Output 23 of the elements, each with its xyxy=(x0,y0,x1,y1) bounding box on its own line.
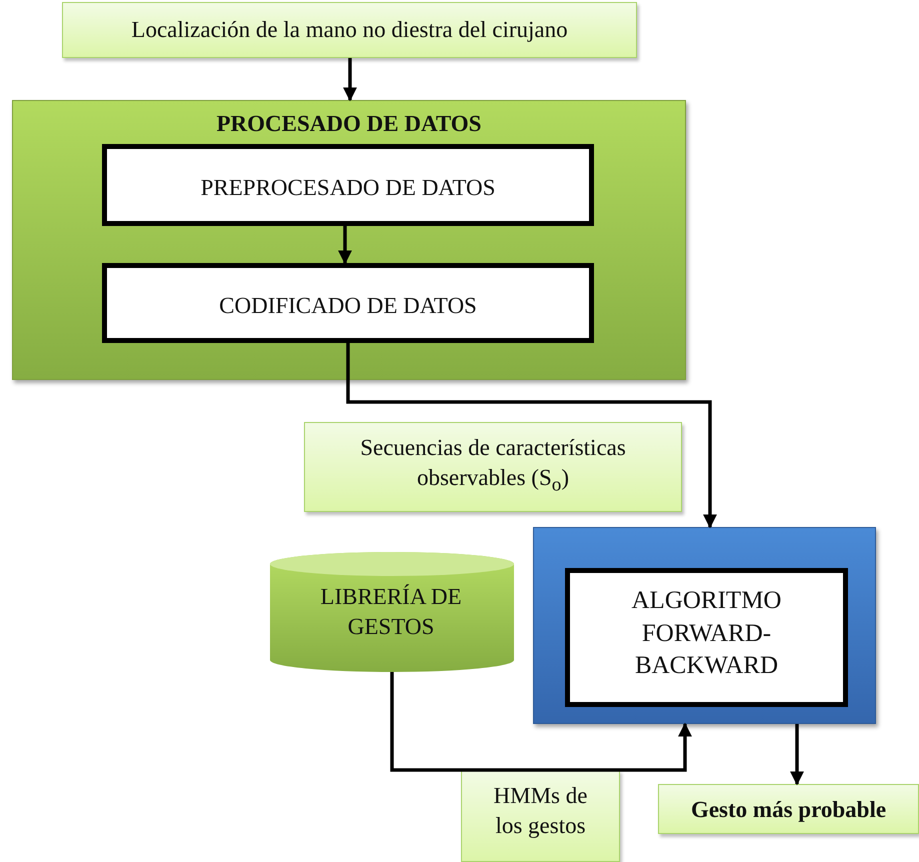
arrow xyxy=(338,226,352,264)
group-heading: PROCESADO DE DATOS xyxy=(216,110,482,138)
node-label: Localización de la mano no diestra del cirujano xyxy=(130,16,569,44)
data-note-box xyxy=(304,422,682,512)
node-label: HMMs de los gestos xyxy=(492,782,588,840)
algorithm-frame xyxy=(533,527,876,724)
process-box xyxy=(565,568,848,707)
node-label: LIBRERÍA DE GESTOS xyxy=(319,583,463,641)
process-box xyxy=(102,263,594,343)
node-label: PREPROCESADO DE DATOS xyxy=(200,174,496,202)
output-box xyxy=(658,784,919,834)
arrow xyxy=(346,343,717,528)
node-label: Secuencias de características observables (S$_{o}$) xyxy=(359,434,627,498)
node-label: CODIFICADO DE DATOS xyxy=(218,292,478,320)
process-box xyxy=(102,144,594,226)
data-note-box xyxy=(461,770,620,862)
arrow xyxy=(790,724,804,786)
process-group-panel xyxy=(12,100,686,380)
arrow xyxy=(343,58,357,102)
node-label: Gesto más probable xyxy=(690,796,888,824)
arrow xyxy=(390,672,692,772)
input-box xyxy=(62,2,637,58)
node-label: ALGORITMO FORWARD-BACKWARD xyxy=(630,586,782,681)
